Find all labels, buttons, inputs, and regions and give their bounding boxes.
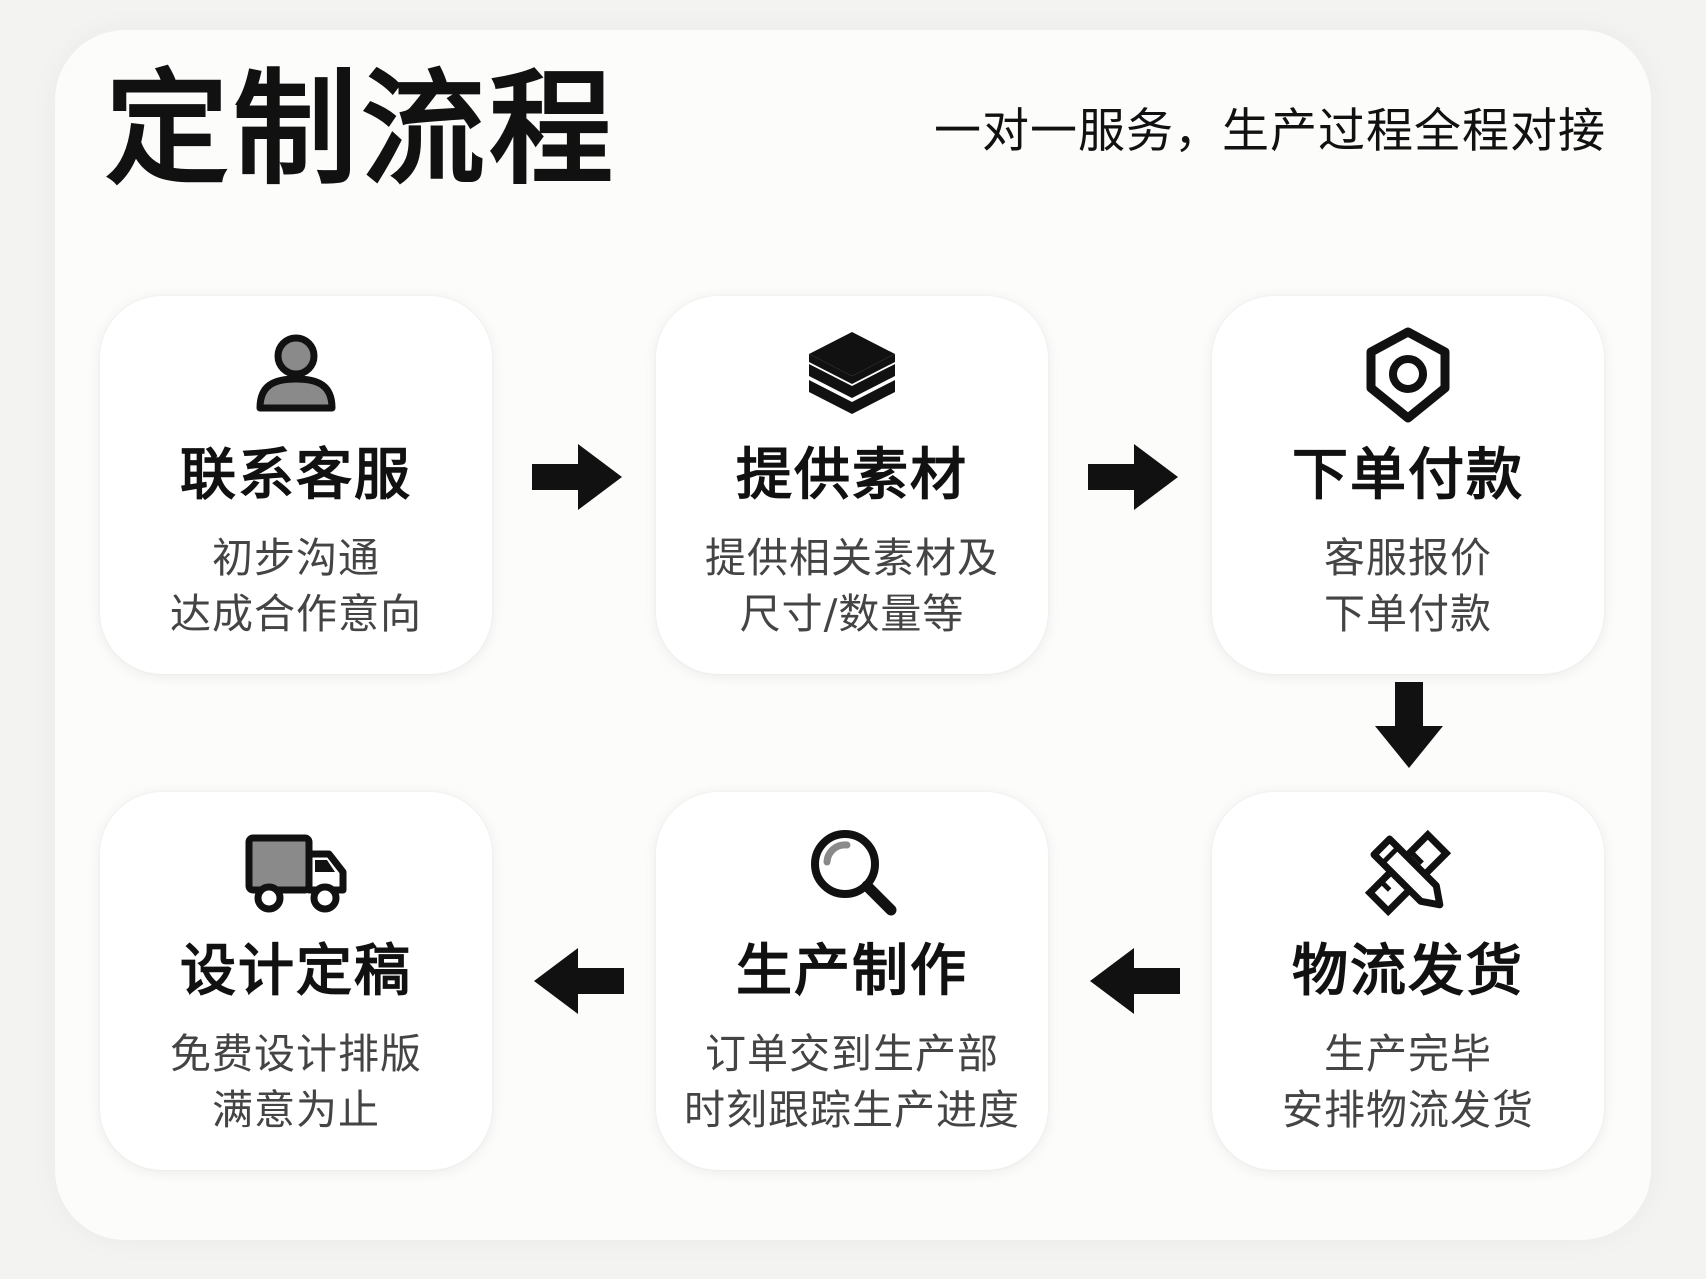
step-description: 提供相关素材及 bbox=[705, 534, 999, 582]
step-description: 时刻跟踪生产进度 bbox=[684, 1086, 1020, 1134]
step-title: 联系客服 bbox=[180, 443, 412, 508]
truck-icon bbox=[241, 818, 351, 928]
step-title: 下单付款 bbox=[1292, 443, 1524, 508]
step-description: 订单交到生产部 bbox=[705, 1030, 999, 1078]
magnifier-icon bbox=[797, 818, 907, 928]
step-card-provide-materials: 提供素材 提供相关素材及 尺寸/数量等 bbox=[656, 296, 1048, 674]
step-description: 达成合作意向 bbox=[170, 590, 422, 638]
step-card-order-payment: 下单付款 客服报价 下单付款 bbox=[1212, 296, 1604, 674]
arrow-down-icon bbox=[1375, 682, 1443, 768]
step-description: 下单付款 bbox=[1324, 590, 1492, 638]
pencil-ruler-icon bbox=[1353, 818, 1463, 928]
page-subtitle: 一对一服务，生产过程全程对接 bbox=[934, 104, 1606, 159]
step-description: 尺寸/数量等 bbox=[739, 590, 965, 638]
step-card-logistics-shipping: 物流发货 生产完毕 安排物流发货 bbox=[1212, 792, 1604, 1170]
step-description: 安排物流发货 bbox=[1282, 1086, 1534, 1134]
arrow-right-icon bbox=[1088, 444, 1178, 510]
step-title: 生产制作 bbox=[736, 939, 968, 1004]
shield-icon bbox=[1353, 322, 1463, 432]
arrow-right-icon bbox=[532, 444, 622, 510]
step-title: 物流发货 bbox=[1292, 939, 1524, 1004]
page-title: 定制流程 bbox=[105, 58, 618, 202]
step-description: 客服报价 bbox=[1324, 534, 1492, 582]
step-title: 设计定稿 bbox=[180, 939, 412, 1004]
step-card-production: 生产制作 订单交到生产部 时刻跟踪生产进度 bbox=[656, 792, 1048, 1170]
user-icon bbox=[241, 322, 351, 432]
step-title: 提供素材 bbox=[736, 443, 968, 508]
step-description: 初步沟通 bbox=[212, 534, 380, 582]
step-card-contact-service: 联系客服 初步沟通 达成合作意向 bbox=[100, 296, 492, 674]
step-description: 生产完毕 bbox=[1324, 1030, 1492, 1078]
step-description: 满意为止 bbox=[212, 1086, 380, 1134]
arrow-left-icon bbox=[534, 948, 624, 1014]
arrow-left-icon bbox=[1090, 948, 1180, 1014]
layers-icon bbox=[797, 322, 907, 432]
step-description: 免费设计排版 bbox=[170, 1030, 422, 1078]
step-card-design-finalize: 设计定稿 免费设计排版 满意为止 bbox=[100, 792, 492, 1170]
